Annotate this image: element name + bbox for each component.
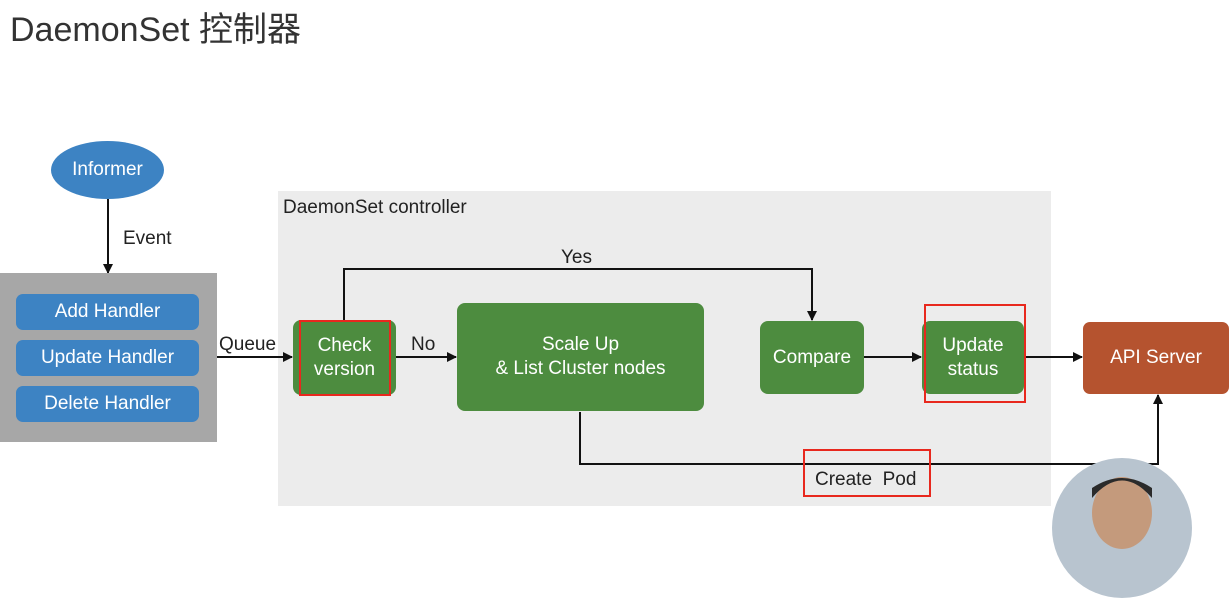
no-label: No xyxy=(411,334,436,355)
page-title: DaemonSet 控制器 xyxy=(10,11,301,49)
event-label: Event xyxy=(123,228,172,249)
controller-label: DaemonSet controller xyxy=(283,197,467,218)
check-version-node: Check version xyxy=(293,320,396,395)
highlight-create-pod xyxy=(803,449,931,497)
add-handler-node: Add Handler xyxy=(16,294,199,330)
connector-layer xyxy=(103,199,1163,465)
update-status-node: Update status xyxy=(922,321,1024,394)
delete-handler-node: Delete Handler xyxy=(16,386,199,422)
compare-node: Compare xyxy=(760,321,864,394)
update-handler-node: Update Handler xyxy=(16,340,199,376)
presenter-icon xyxy=(1092,477,1152,549)
highlight-check-version xyxy=(299,320,391,396)
create-pod-label: Create Pod xyxy=(815,469,917,490)
scale-up-node: Scale Up & List Cluster nodes xyxy=(457,303,704,411)
highlight-update-status xyxy=(924,304,1026,403)
api-server-node: API Server xyxy=(1083,322,1229,394)
yes-label: Yes xyxy=(561,247,592,268)
informer-node: Informer xyxy=(51,141,164,199)
presenter-avatar xyxy=(1052,458,1192,598)
edge-yes xyxy=(343,268,817,321)
queue-label: Queue xyxy=(219,334,277,355)
edge-create-pod xyxy=(579,394,1163,465)
